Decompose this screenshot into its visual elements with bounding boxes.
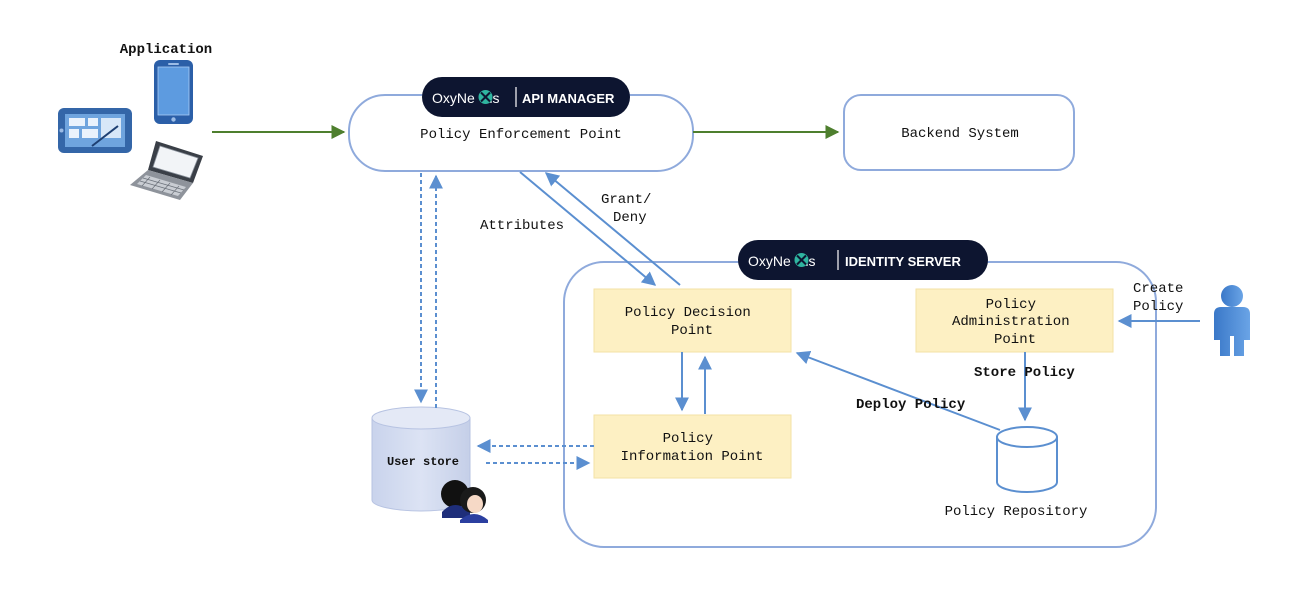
identity-server-badge: OxyNe us IDENTITY SERVER: [738, 240, 988, 280]
pap-label-line3: Point: [994, 332, 1036, 348]
pap-label: Policy Administration Point: [952, 297, 1078, 348]
pap-label-line1: Policy: [986, 297, 1036, 313]
grant-deny-label-line2: Deny: [613, 210, 647, 226]
create-policy-label-line1: Create: [1133, 281, 1183, 297]
identity-server-label: IDENTITY SERVER: [845, 254, 961, 269]
pdp-to-pep-arrow: [544, 172, 681, 286]
person-icon: [1214, 285, 1250, 356]
oxynexus-logo-icon-2: [794, 253, 809, 267]
store-policy-label: Store Policy: [974, 365, 1075, 381]
backend-label: Backend System: [901, 126, 1019, 142]
user-store-label: User store: [387, 455, 459, 469]
pip-box: [593, 414, 792, 479]
policy-repository-cylinder: [996, 426, 1058, 493]
policy-repository-label: Policy Repository: [945, 504, 1088, 520]
pip-label-line1: Policy: [663, 431, 713, 447]
pdp-label-line1: Policy Decision: [625, 305, 751, 321]
pep-to-pdp-arrow: [519, 171, 657, 286]
pip-label-line2: Information Point: [621, 449, 764, 465]
deploy-policy-label: Deploy Policy: [856, 397, 966, 413]
grant-deny-label-line1: Grant/: [601, 192, 651, 208]
api-manager-label: API MANAGER: [522, 91, 615, 106]
application-label: Application: [120, 42, 212, 58]
pap-box: [915, 288, 1114, 353]
laptop-icon: [130, 141, 203, 200]
create-policy-label-line2: Policy: [1133, 299, 1183, 315]
users-icon: [441, 480, 488, 523]
pdp-box: [593, 288, 792, 353]
pdp-label-line2: Point: [671, 323, 713, 339]
pep-label: Policy Enforcement Point: [420, 127, 622, 143]
oxynexus-logo-icon: [478, 90, 493, 104]
smartphone-icon: [154, 60, 193, 124]
create-policy-label: Create Policy: [1133, 281, 1192, 315]
pap-label-line2: Administration: [952, 314, 1070, 330]
brand-name-prefix: OxyNe: [432, 90, 475, 106]
tablet-icon: [58, 108, 132, 153]
backend-box: [843, 94, 1075, 171]
attributes-label: Attributes: [480, 218, 564, 234]
brand-name-prefix-2: OxyNe: [748, 253, 791, 269]
pip-label: Policy Information Point: [621, 431, 764, 465]
repository-to-pdp-arrow: [795, 350, 1001, 431]
pdp-label: Policy Decision Point: [625, 305, 759, 339]
api-manager-badge: OxyNe us API MANAGER: [422, 77, 630, 117]
grant-deny-label: Grant/ Deny: [601, 192, 660, 226]
